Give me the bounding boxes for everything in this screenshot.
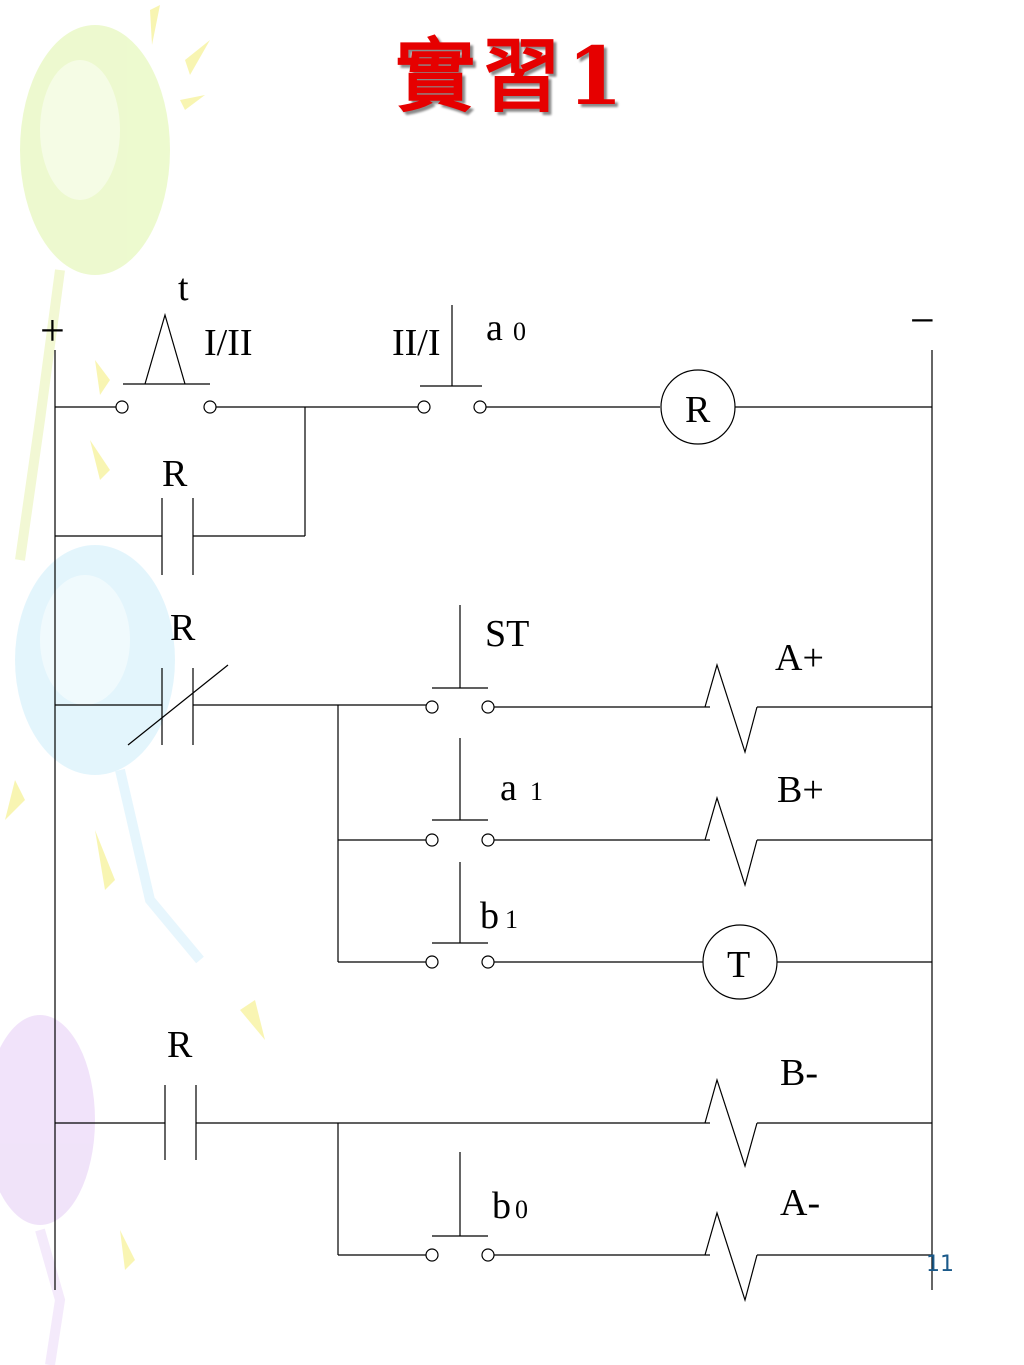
timer-coil-t-label: T [727,944,750,986]
balloon-decoration-purple [0,1015,95,1365]
rung-4: a 1 B+ [338,738,932,888]
start-button-label: ST [485,613,529,655]
balloon-decoration-green [15,25,170,561]
limit-a0-label: a [486,307,503,349]
timer-label: t [178,267,189,309]
rung-2-holding: R [55,453,305,575]
solenoid-a-minus-label: A- [780,1182,820,1224]
solenoid-a-minus [704,1210,758,1303]
relay-coil-r-label: R [685,389,711,431]
switch2-label: II/I [392,322,441,364]
page-number: 11 [926,1252,954,1277]
rung-7: b 0 A- [338,1152,932,1303]
timer-delay-symbol [144,312,186,385]
solenoid-a-plus-label: A+ [775,637,824,679]
solenoid-b-minus-label: B- [780,1052,818,1094]
limit-a1-sub: 1 [530,777,543,806]
solenoid-b-plus-label: B+ [777,769,824,811]
positive-rail-label: + [40,306,65,355]
rung-1: t I/II II/I a 0 R [55,267,932,536]
limit-b1-label: b [480,895,499,937]
solenoid-b-plus [704,795,758,888]
switch1-label: I/II [204,322,253,364]
limit-a1-label: a [500,767,517,809]
holding-contact-label: R [162,453,188,495]
solenoid-b-minus [704,1077,758,1169]
slide-title: 實習1 [395,29,629,123]
solenoid-a-plus [704,662,758,755]
limit-b0-sub: 0 [515,1195,528,1224]
rung-6: R B- [55,1024,932,1255]
no-contact-r-label: R [167,1024,193,1066]
sun-ray-decorations [5,5,265,1270]
limit-b1-sub: 1 [505,905,518,934]
rung-5: b 1 T [338,862,932,1000]
rung-3: R ST A+ [55,605,932,962]
nc-contact-label: R [170,607,196,649]
limit-a0-sub: 0 [513,317,526,346]
limit-b0-label: b [492,1185,511,1227]
negative-rail-label: − [910,296,935,345]
